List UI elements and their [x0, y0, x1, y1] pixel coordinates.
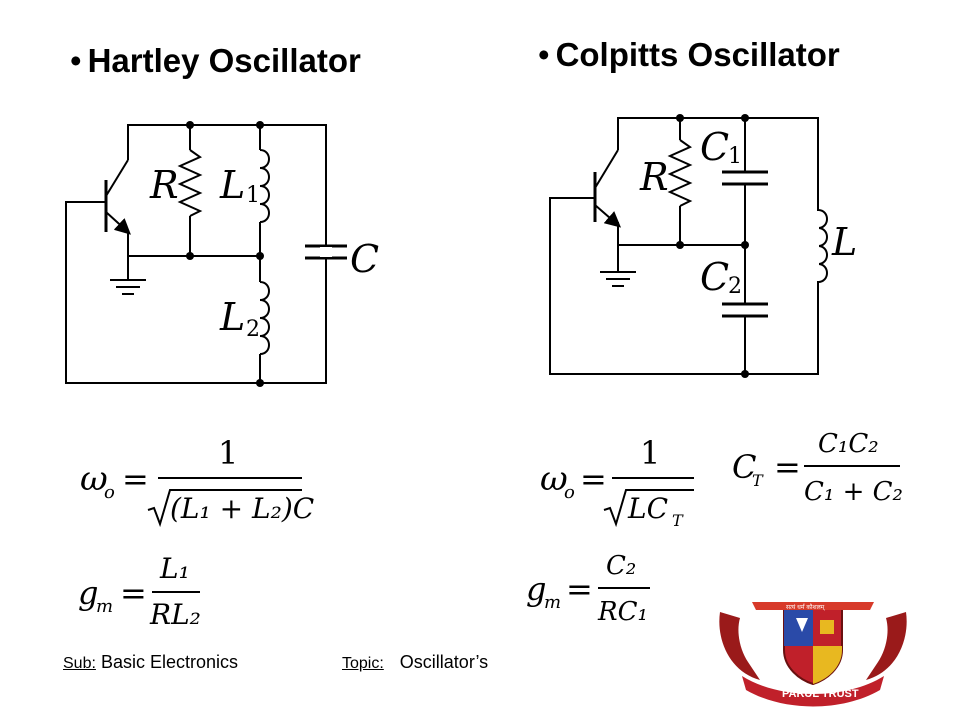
numerator: L₁	[159, 552, 190, 585]
numerator: C₁C₂	[818, 429, 879, 459]
hartley-gm-formula: g m = L₁ RL₂	[78, 552, 201, 631]
colpitts-omega-formula: ω o = 1 LC T	[540, 434, 694, 530]
gm-symbol: g	[78, 574, 98, 612]
equals-sign: =	[580, 460, 607, 498]
omega-sub: o	[564, 482, 575, 503]
parul-trust-logo: सत्यं धर्मं कौशलम् PARUL TRUST	[719, 602, 907, 707]
circuit-labels: R L 1 L 2 C R C 1 C 2 L	[149, 125, 857, 342]
colpitts-l-gap	[815, 211, 819, 281]
ct-symbol: C	[732, 448, 756, 486]
gm-symbol: g	[526, 570, 546, 608]
colpitts-ct-formula: C T = C₁C₂ C₁ + C₂	[732, 429, 903, 507]
colpitts-title-text: Colpitts Oscillator	[555, 36, 840, 73]
colpitts-r-label: R	[639, 155, 669, 199]
colpitts-circuit	[549, 117, 828, 375]
omega-symbol: ω	[540, 459, 568, 499]
hartley-l2-sub: 2	[246, 317, 260, 342]
hartley-omega-formula: ω o = 1 (L₁ + L₂)C	[80, 434, 314, 528]
equals-sign: =	[120, 574, 147, 612]
hartley-title-text: Hartley Oscillator	[87, 42, 361, 79]
colpitts-c1-sub: 1	[728, 144, 742, 169]
hartley-cap-gap	[320, 247, 332, 257]
colpitts-title: •Colpitts Oscillator	[538, 36, 840, 74]
colpitts-gm-formula: g m = C₂ RC₁	[526, 551, 650, 627]
topic-label: Topic:	[342, 655, 384, 672]
denominator: LC	[627, 492, 668, 525]
colpitts-c2-sub: 2	[728, 274, 742, 299]
colpitts-c2-label: C	[700, 255, 729, 299]
numerator: 1	[640, 434, 660, 472]
hartley-l2-label: L	[219, 295, 245, 339]
logo-text: PARUL TRUST	[782, 688, 859, 700]
omega-symbol: ω	[80, 459, 108, 499]
numerator: 1	[218, 434, 238, 472]
equals-sign: =	[774, 448, 801, 486]
hartley-r-label: R	[149, 163, 179, 207]
hartley-c-label: C	[350, 237, 379, 281]
gm-sub: m	[544, 592, 561, 613]
denominator: RL₂	[149, 598, 201, 631]
topic-value: Oscillator’s	[399, 652, 489, 672]
subject-label: Sub:	[63, 655, 96, 672]
denominator-sub: T	[672, 511, 684, 530]
subject-value: Basic Electronics	[100, 652, 238, 672]
subject-line: Sub: Basic Electronics	[63, 652, 238, 673]
equals-sign: =	[566, 570, 593, 608]
hartley-circuit	[65, 124, 347, 384]
gm-sub: m	[96, 596, 113, 617]
formulas: ω o = 1 (L₁ + L₂)C g m = L₁ RL₂ ω o = 1 …	[78, 429, 903, 631]
logo-motto: सत्यं धर्मं कौशलम्	[786, 603, 825, 611]
numerator: C₂	[606, 551, 636, 581]
topic-line: Topic: Oscillator’s	[342, 652, 488, 673]
bullet: •	[70, 42, 82, 79]
hartley-l1-label: L	[219, 163, 245, 207]
colpitts-c1-label: C	[700, 125, 729, 169]
colpitts-nodes	[676, 114, 749, 378]
hartley-nodes	[186, 121, 264, 387]
denominator: (L₁ + L₂)C	[170, 492, 314, 525]
hartley-title: •Hartley Oscillator	[70, 42, 361, 80]
denominator: RC₁	[597, 597, 648, 627]
ct-sub: T	[752, 471, 764, 490]
denominator: C₁ + C₂	[804, 477, 903, 507]
omega-sub: o	[104, 482, 115, 503]
bullet: •	[538, 36, 550, 73]
colpitts-l-label: L	[831, 220, 857, 264]
hartley-l1-sub: 1	[246, 183, 260, 208]
equals-sign: =	[122, 460, 149, 498]
